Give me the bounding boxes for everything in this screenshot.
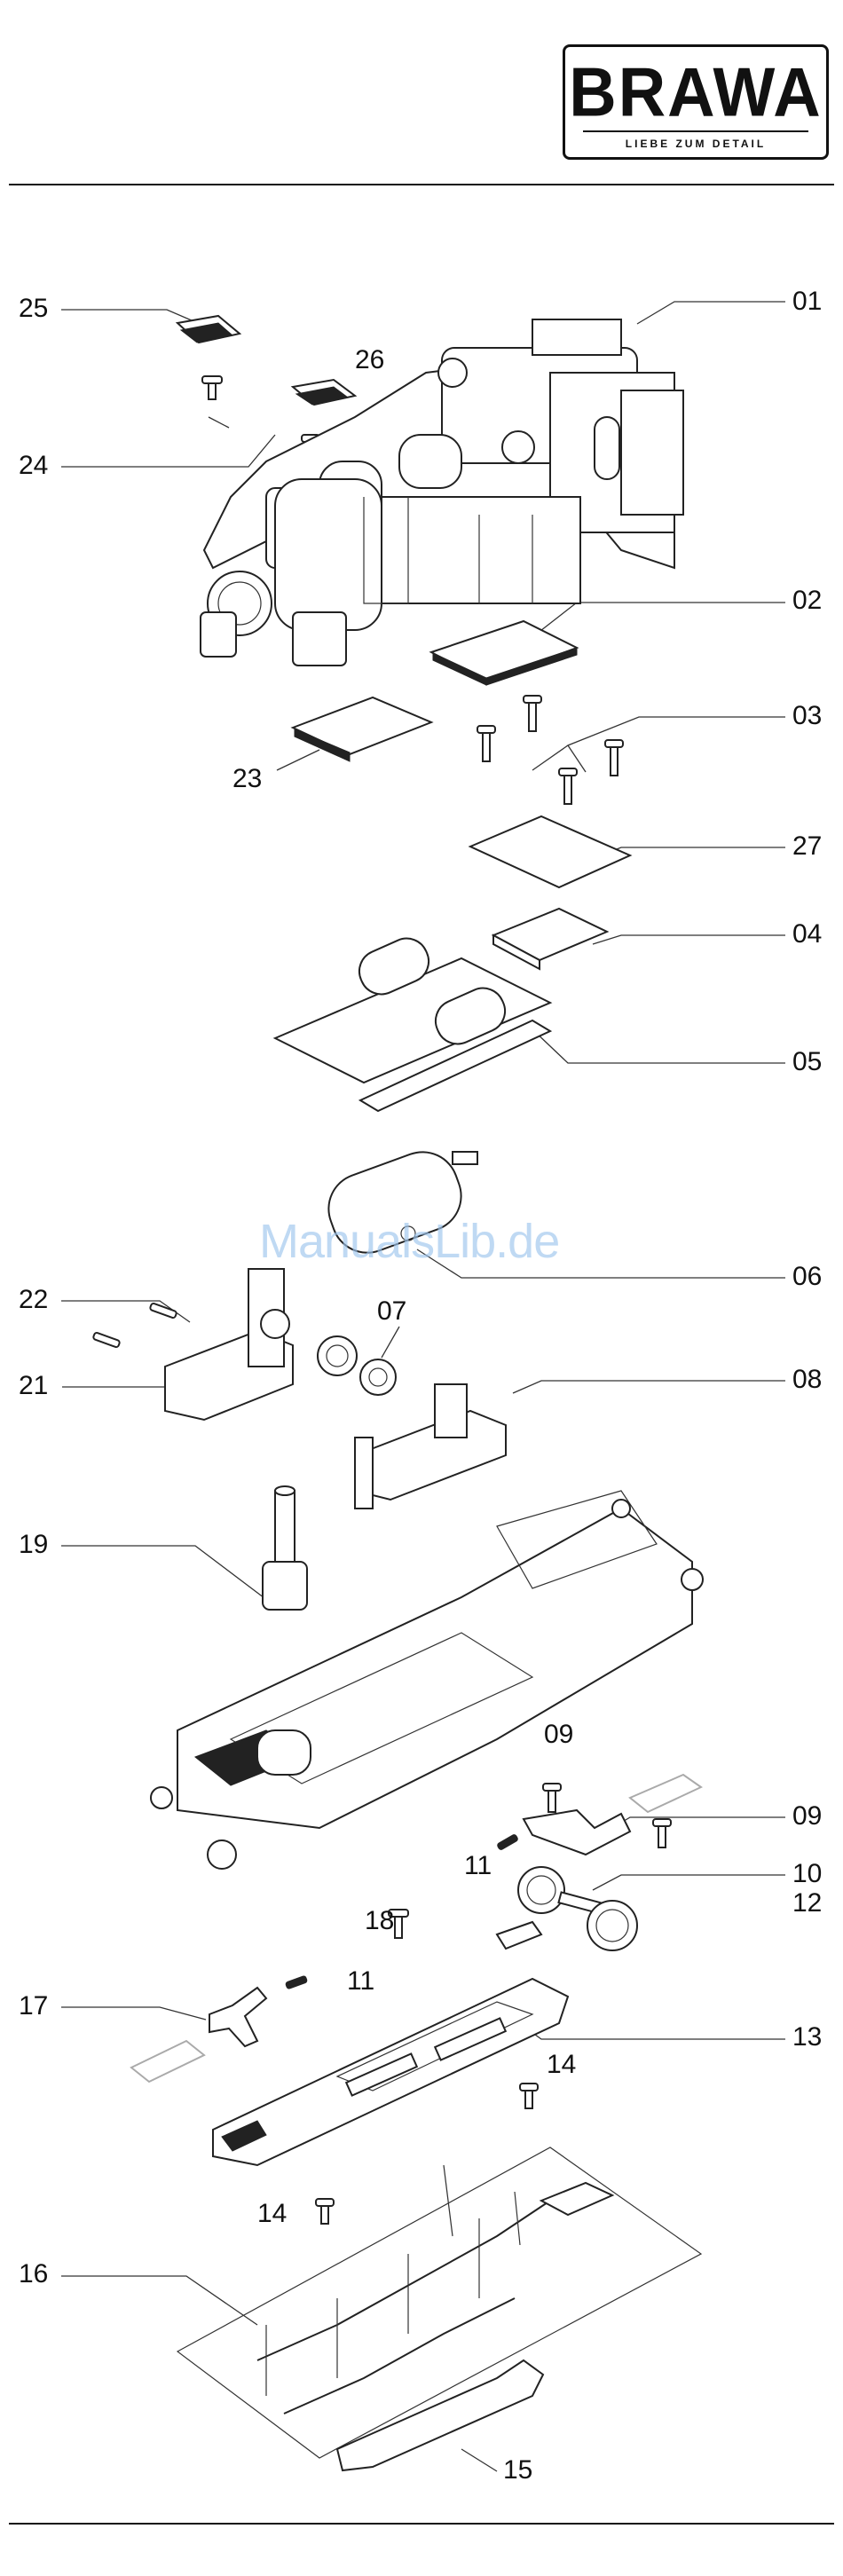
part-label-08: 08 [792, 1367, 822, 1393]
part-label-25: 25 [19, 295, 48, 322]
part-08-gear-housing [355, 1384, 506, 1509]
part-label-02: 02 [792, 587, 822, 614]
part-label-03: 03 [792, 703, 822, 729]
part-04-decoder [493, 909, 607, 969]
part-label-27: 27 [792, 833, 822, 860]
part-25-grille [177, 316, 240, 343]
part-03-screws [477, 696, 623, 804]
part-label-18: 18 [365, 1908, 394, 1934]
part-21-gear-housing [165, 1269, 293, 1420]
part-label-21: 21 [19, 1373, 48, 1399]
part-label-14-b: 14 [257, 2201, 287, 2227]
part-label-06: 06 [792, 1264, 822, 1290]
part-label-12: 12 [792, 1890, 822, 1917]
part-label-01: 01 [792, 288, 822, 315]
part-label-14-a: 14 [547, 2052, 576, 2078]
part-12-wheelset [497, 1867, 637, 1950]
part-label-23: 23 [232, 766, 262, 792]
part-05-motor-frame [275, 932, 550, 1111]
part-26-grille [293, 380, 355, 405]
part-02-circuit-board [431, 621, 577, 685]
part-10-coupling-lever [524, 1810, 630, 1855]
part-label-11-b: 11 [347, 1968, 374, 1995]
part-label-16: 16 [19, 2261, 48, 2288]
part-label-07: 07 [377, 1298, 406, 1325]
part-label-13: 13 [792, 2024, 822, 2051]
part-label-15: 15 [503, 2457, 532, 2484]
part-07-gears [318, 1336, 396, 1395]
part-label-17: 17 [19, 1993, 48, 2020]
watermark: ManualsLib.de [259, 1214, 559, 1269]
part-label-05: 05 [792, 1049, 822, 1075]
part-01-locomotive-body [201, 319, 683, 666]
part-label-09-a: 09 [544, 1721, 573, 1748]
part-19-weight [263, 1486, 307, 1610]
part-15-bottom-plate [337, 2360, 543, 2470]
part-label-09-b: 09 [792, 1803, 822, 1830]
part-chassis [151, 1491, 703, 1869]
part-27-plate [470, 816, 630, 887]
part-23-circuit-board [293, 697, 431, 761]
part-13-bottom-frame [213, 1979, 568, 2165]
part-label-19: 19 [19, 1532, 48, 1558]
part-label-24: 24 [19, 453, 48, 479]
part-17-coupling [209, 1988, 266, 2046]
part-label-11-a: 11 [464, 1853, 492, 1879]
part-label-04: 04 [792, 921, 822, 948]
part-label-26: 26 [355, 347, 384, 374]
part-22-screws [93, 1303, 177, 1348]
part-label-22: 22 [19, 1287, 48, 1313]
part-label-10: 10 [792, 1861, 822, 1887]
